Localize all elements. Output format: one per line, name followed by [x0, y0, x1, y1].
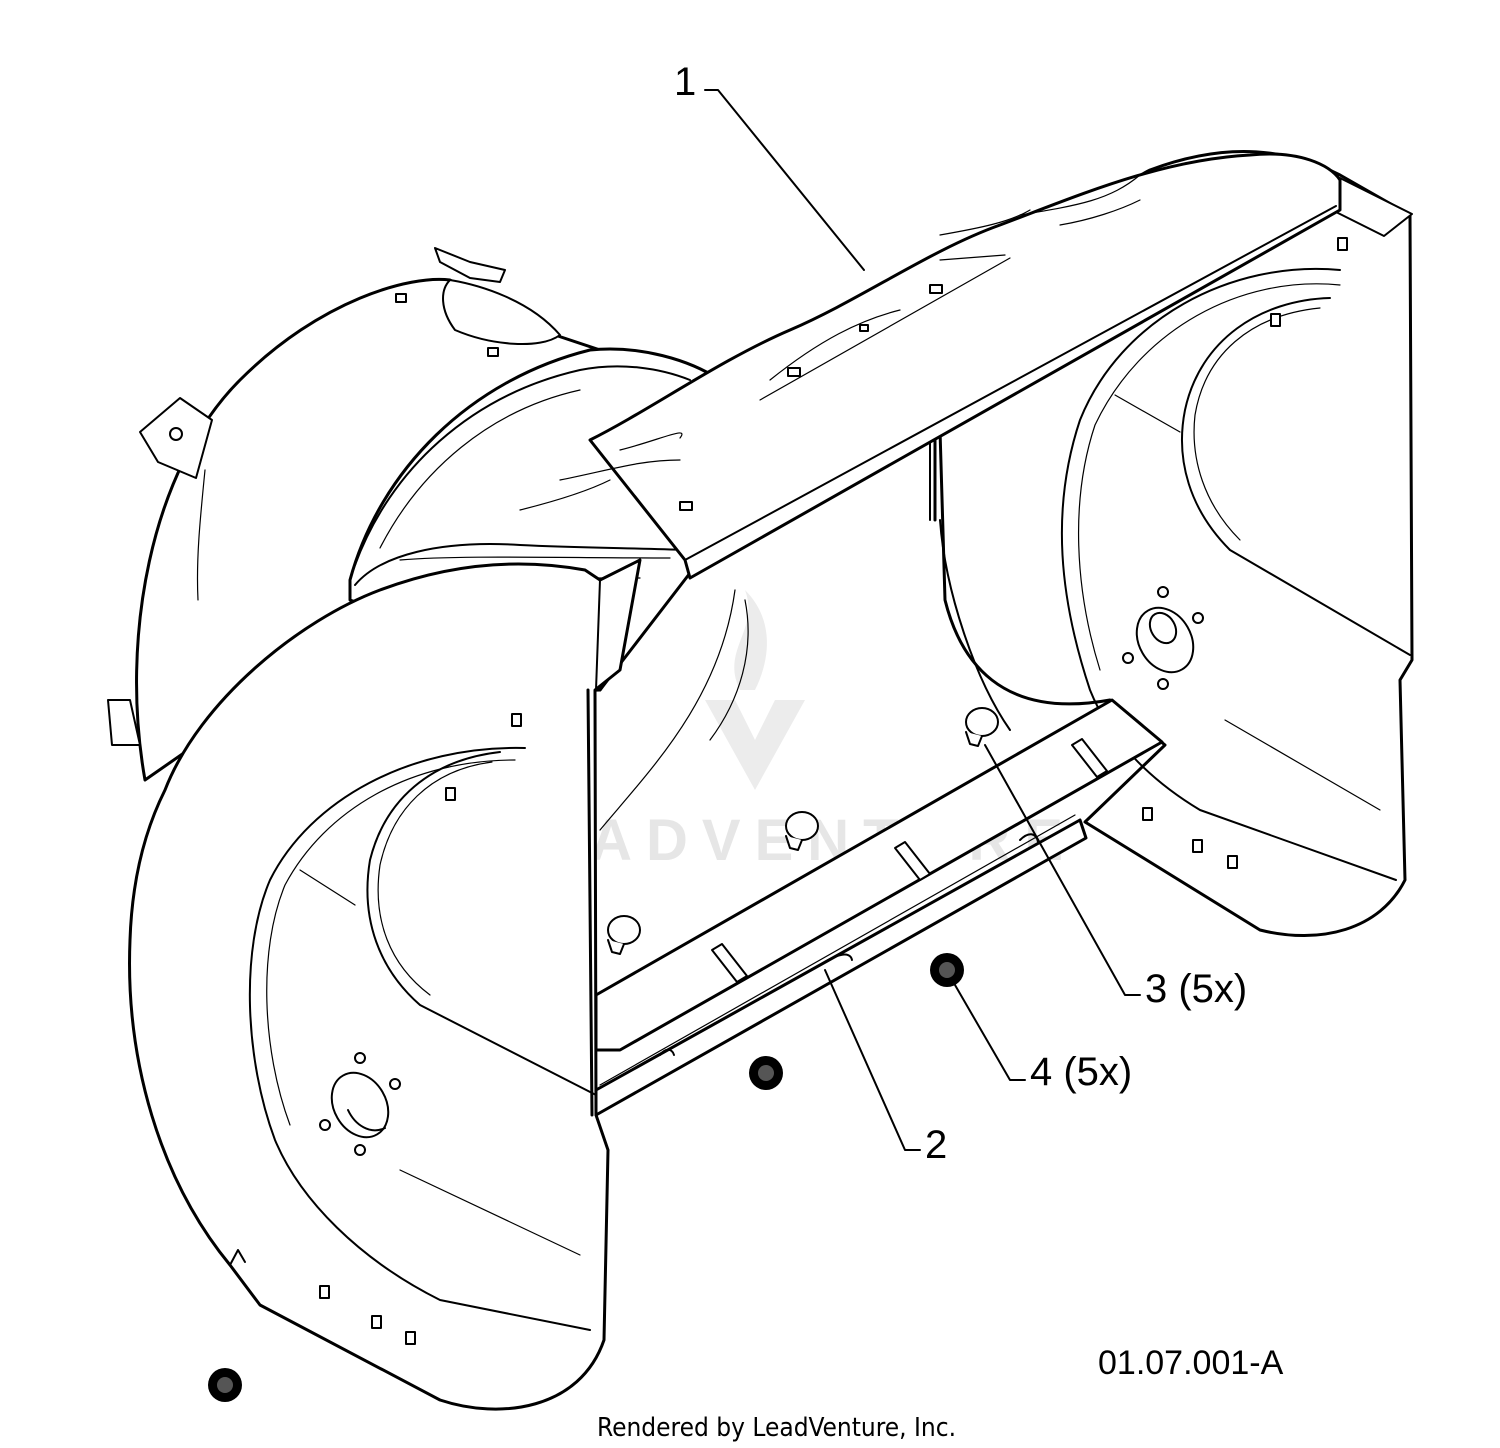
carriage-bolts: [607, 707, 999, 955]
bolt-2: [785, 811, 819, 851]
hex-nuts: [208, 953, 964, 1402]
figure-code: 01.07.001-A: [1098, 1344, 1284, 1382]
callout-1: 1: [674, 60, 696, 104]
nut-1: [930, 953, 964, 987]
leader-lines: [704, 89, 1141, 1151]
nut-2: [749, 1056, 783, 1090]
top-beam: [519, 152, 1342, 580]
bolt-1: [607, 915, 641, 955]
callout-labels: 1 2 3 (5x) 4 (5x): [674, 60, 1247, 1167]
nut-3: [208, 1368, 242, 1402]
scraper-bar: [594, 698, 1164, 1117]
render-credit: Rendered by LeadVenture, Inc.: [597, 1413, 956, 1443]
callout-4: 4 (5x): [1030, 1050, 1132, 1094]
callout-2: 2: [925, 1123, 947, 1167]
bolt-3: [965, 707, 999, 747]
callout-3: 3 (5x): [1145, 967, 1247, 1011]
left-front-panel: [128, 558, 642, 1411]
